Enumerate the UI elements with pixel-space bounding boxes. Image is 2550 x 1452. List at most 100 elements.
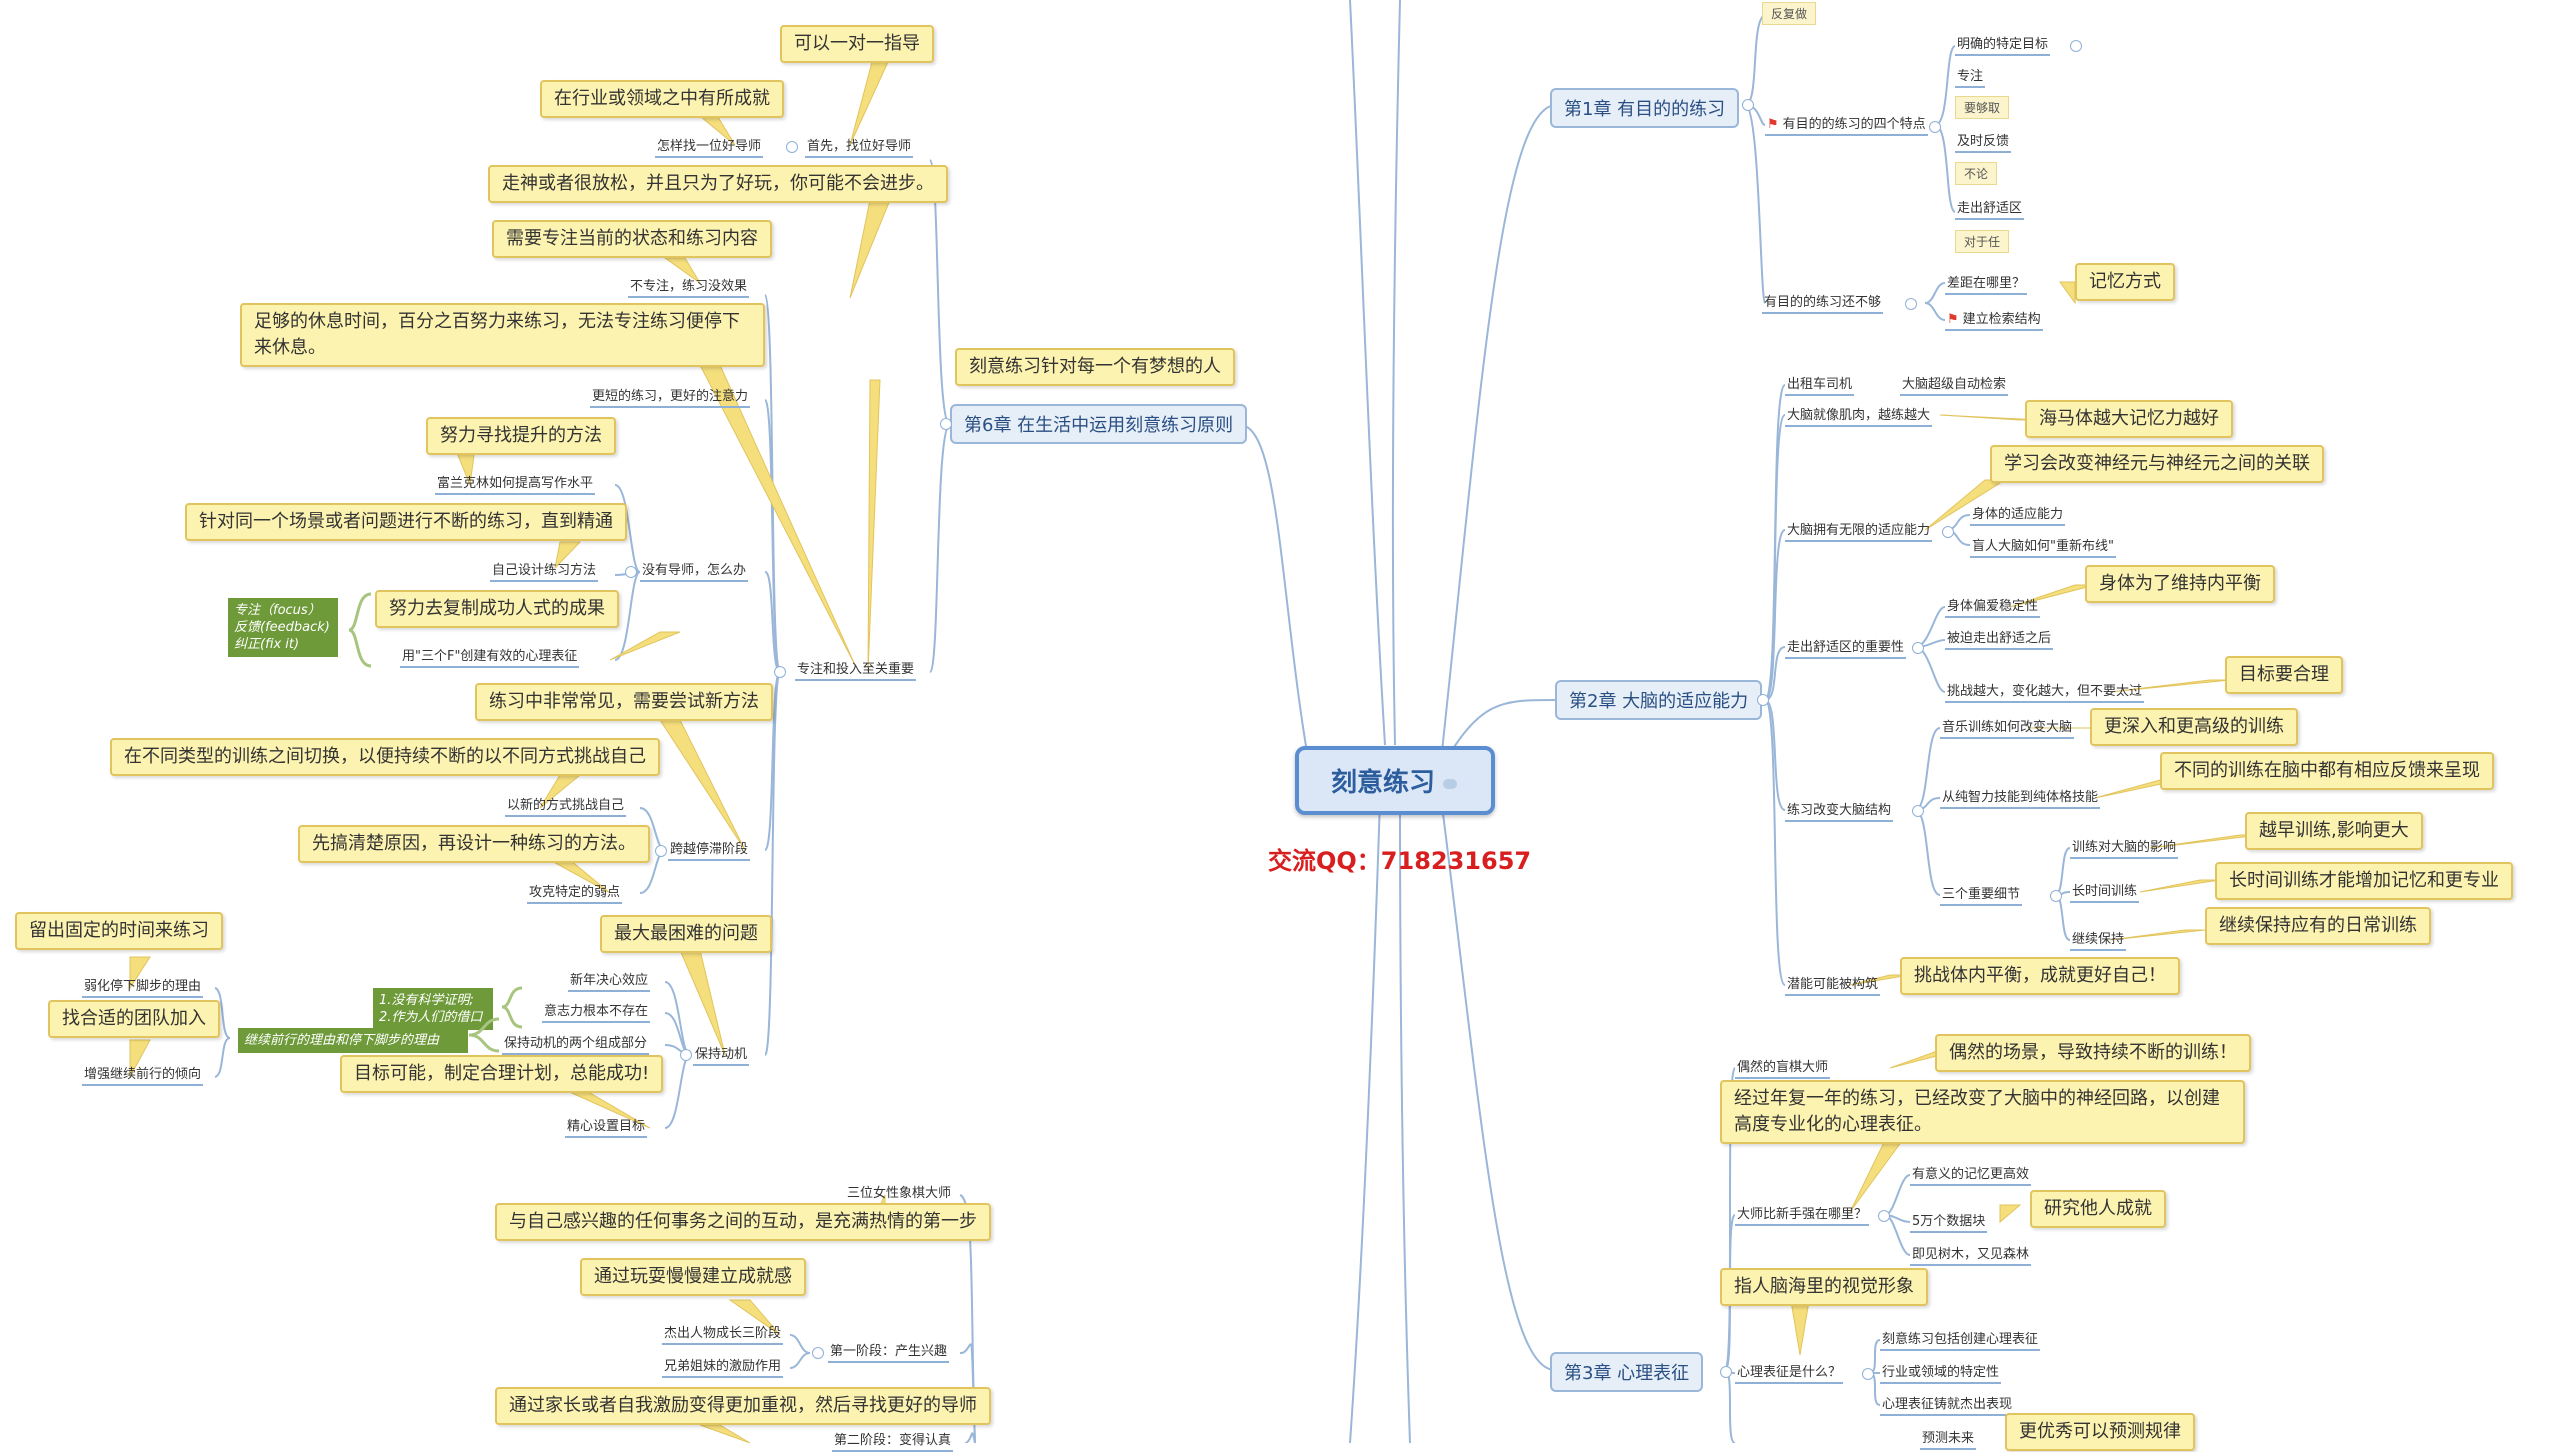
- body-adapt-topic[interactable]: 身体的适应能力: [1970, 506, 2066, 526]
- set-goal-topic[interactable]: 精心设置目标: [565, 1118, 648, 1138]
- collapse-toggle-icon[interactable]: [1929, 121, 1941, 133]
- keep-up-topic[interactable]: 继续保持: [2070, 931, 2127, 951]
- infinite-adapt-topic[interactable]: 大脑拥有无限的适应能力: [1785, 522, 1933, 542]
- callout-cause[interactable]: 先搞清楚原因，再设计一种练习的方法。: [298, 825, 650, 863]
- collapse-toggle-icon[interactable]: [1912, 805, 1924, 817]
- new-year-topic[interactable]: 新年决心效应: [568, 972, 651, 992]
- domain-specific-topic[interactable]: 行业或领域的特定性: [1880, 1364, 2002, 1384]
- what-is-topic[interactable]: 心理表征是什么？: [1735, 1364, 1844, 1384]
- no-teacher-topic[interactable]: 没有导师，怎么办: [640, 562, 749, 582]
- trait-clear-goal[interactable]: 明确的特定目标: [1955, 36, 2051, 56]
- three-female-masters-topic[interactable]: 三位女性象棋大师: [845, 1185, 954, 1205]
- trait-focus[interactable]: 专注: [1955, 68, 1986, 88]
- collapse-toggle-icon[interactable]: [2050, 890, 2062, 902]
- forced-out-topic[interactable]: 被迫走出舒适之后: [1945, 630, 2054, 650]
- callout-improve[interactable]: 努力寻找提升的方法: [426, 417, 616, 455]
- first-teacher-topic[interactable]: 首先，找位好导师: [805, 138, 914, 158]
- will-topic[interactable]: 意志力根本不存在: [542, 1003, 651, 1023]
- trait-feedback[interactable]: 及时反馈: [1955, 133, 2012, 153]
- callout-balance[interactable]: 身体为了维持内平衡: [2085, 565, 2275, 603]
- callout-chance[interactable]: 偶然的场景，导致持续不断的训练！: [1935, 1034, 2251, 1072]
- build-structure-topic[interactable]: ⚑建立检索结构: [1945, 311, 2043, 331]
- motivation-parts-topic[interactable]: 保持动机的两个组成部分: [502, 1035, 650, 1055]
- callout-study-others[interactable]: 研究他人成就: [2030, 1190, 2166, 1228]
- callout-repeat[interactable]: 针对同一个场景或者问题进行不断的练习，直到精通: [185, 503, 627, 541]
- chapter-6-topic[interactable]: 第6章 在生活中运用刻意练习原则: [950, 404, 1248, 444]
- self-design-topic[interactable]: 自己设计练习方法: [490, 562, 599, 582]
- callout-keep[interactable]: 继续保持应有的日常训练: [2205, 907, 2431, 945]
- blind-rewire-topic[interactable]: 盲人大脑如何"重新布线": [1970, 538, 2116, 558]
- collapse-toggle-icon[interactable]: [2070, 40, 2082, 52]
- three-details-topic[interactable]: 三个重要细节: [1940, 886, 2023, 906]
- callout-deeper[interactable]: 更深入和更高级的训练: [2090, 708, 2298, 746]
- callout-goal-reasonable[interactable]: 目标要合理: [2225, 656, 2343, 694]
- stage-1-topic[interactable]: 第一阶段：产生兴趣: [828, 1343, 950, 1363]
- chunks-topic[interactable]: 5万个数据块: [1910, 1213, 1988, 1233]
- callout-fixed-time[interactable]: 留出固定的时间来练习: [15, 912, 223, 950]
- chapter-3-topic[interactable]: 第3章 心理表征: [1550, 1352, 1704, 1392]
- callout-long[interactable]: 长时间训练才能增加记忆和更专业: [2215, 862, 2513, 900]
- collapse-toggle-icon[interactable]: [1912, 642, 1924, 654]
- music-topic[interactable]: 音乐训练如何改变大脑: [1940, 719, 2075, 739]
- motivation-topic[interactable]: 保持动机: [693, 1046, 750, 1066]
- callout-hardest[interactable]: 最大最困难的问题: [600, 915, 772, 953]
- four-traits-topic[interactable]: ⚑有目的的练习的四个特点: [1765, 116, 1928, 136]
- collapse-toggle-icon[interactable]: [1742, 99, 1754, 111]
- trees-forest-topic[interactable]: 即见树木，又见森林: [1910, 1246, 2032, 1266]
- three-f-topic[interactable]: 用"三个F"创建有效的心理表征: [400, 648, 580, 668]
- collapse-toggle-icon[interactable]: [1905, 298, 1917, 310]
- callout-feedback[interactable]: 不同的训练在脑中都有相应反馈来呈现: [2160, 752, 2494, 790]
- taxi-topic[interactable]: 出租车司机: [1785, 376, 1855, 396]
- collapse-toggle-icon[interactable]: [1942, 526, 1954, 538]
- excellence-topic[interactable]: 心理表征铸就杰出表现: [1880, 1396, 2015, 1416]
- collapse-toggle-icon[interactable]: [1757, 694, 1769, 706]
- focus-commitment-topic[interactable]: 专注和投入至关重要: [795, 661, 917, 681]
- find-teacher-topic[interactable]: 怎样找一位好导师: [655, 138, 764, 158]
- callout-field-achievement[interactable]: 在行业或领域之中有所成就: [540, 80, 784, 118]
- callout-switch[interactable]: 在不同类型的训练之间切换，以便持续不断的以不同方式挑战自己: [110, 738, 660, 776]
- weaken-reason-topic[interactable]: 弱化停下脚步的理由: [82, 978, 204, 998]
- stability-topic[interactable]: 身体偏爱稳定性: [1945, 598, 2041, 618]
- collapse-toggle-icon[interactable]: [625, 566, 637, 578]
- bigger-challenge-topic[interactable]: 挑战越大，变化越大，但不要太过: [1945, 683, 2145, 703]
- training-effect-topic[interactable]: 训练对大脑的影响: [2070, 839, 2179, 859]
- includes-topic[interactable]: 刻意练习包括创建心理表征: [1880, 1331, 2041, 1351]
- new-way-topic[interactable]: 以新的方式挑战自己: [505, 797, 627, 817]
- meaningful-memory-topic[interactable]: 有意义的记忆更高效: [1910, 1166, 2032, 1186]
- callout-neurons[interactable]: 学习会改变神经元与神经元之间的关联: [1990, 445, 2324, 483]
- callout-goal-plan[interactable]: 目标可能，制定合理计划，总能成功!: [340, 1055, 664, 1093]
- callout-wander[interactable]: 走神或者很放松，并且只为了好玩，你可能不会进步。: [488, 165, 948, 203]
- predict-topic[interactable]: 预测未来: [1920, 1430, 1977, 1450]
- callout-plateau[interactable]: 练习中非常常见，需要尝试新方法: [475, 683, 773, 721]
- callout-focus-current[interactable]: 需要专注当前的状态和练习内容: [492, 220, 772, 258]
- callout-visual[interactable]: 指人脑海里的视觉形象: [1720, 1268, 1928, 1306]
- gap-topic[interactable]: 差距在哪里？: [1945, 275, 2028, 295]
- not-enough-topic[interactable]: 有目的的练习还不够: [1762, 294, 1884, 314]
- collapse-toggle-icon[interactable]: [680, 1049, 692, 1061]
- callout-memory[interactable]: 记忆方式: [2075, 263, 2175, 301]
- callout-copy[interactable]: 努力去复制成功人式的成果: [375, 590, 619, 628]
- collapse-toggle-icon[interactable]: [1862, 1368, 1874, 1380]
- three-stages-topic[interactable]: 杰出人物成长三阶段: [662, 1325, 784, 1345]
- callout-play[interactable]: 通过玩耍慢慢建立成就感: [580, 1258, 806, 1296]
- not-focused-topic[interactable]: 不专注，练习没效果: [628, 278, 750, 298]
- long-training-topic[interactable]: 长时间训练: [2070, 883, 2140, 903]
- collapse-toggle-icon[interactable]: [1878, 1210, 1890, 1222]
- callout-hippocampus[interactable]: 海马体越大记忆力越好: [2025, 400, 2233, 438]
- potential-topic[interactable]: 潜能可能被构筑: [1785, 976, 1881, 996]
- collapse-toggle-icon[interactable]: [655, 845, 667, 857]
- stage-2-topic[interactable]: 第二阶段：变得认真: [832, 1432, 954, 1452]
- auto-retrieve-topic[interactable]: 大脑超级自动检索: [1900, 376, 2009, 396]
- callout-predict[interactable]: 更优秀可以预测规律: [2005, 1413, 2195, 1451]
- callout-potential[interactable]: 挑战体内平衡，成就更好自己！: [1900, 957, 2180, 995]
- collapse-toggle-icon[interactable]: [812, 1347, 824, 1359]
- master-topic[interactable]: 大师比新手强在哪里？: [1735, 1206, 1870, 1226]
- callout-rest[interactable]: 足够的休息时间，百分之百努力来练习，无法专注练习便停下来休息。: [240, 303, 765, 367]
- callout-everyone[interactable]: 刻意练习针对每一个有梦想的人: [955, 348, 1235, 386]
- franklin-topic[interactable]: 富兰克林如何提高写作水平: [435, 475, 596, 495]
- collapse-toggle-icon[interactable]: [1720, 1366, 1732, 1378]
- shorter-practice-topic[interactable]: 更短的练习，更好的注意力: [590, 388, 751, 408]
- callout-early[interactable]: 越早训练,影响更大: [2245, 812, 2423, 850]
- callout-interest[interactable]: 与自己感兴趣的任何事务之间的互动，是充满热情的第一步: [495, 1203, 991, 1241]
- weak-point-topic[interactable]: 攻克特定的弱点: [527, 884, 623, 904]
